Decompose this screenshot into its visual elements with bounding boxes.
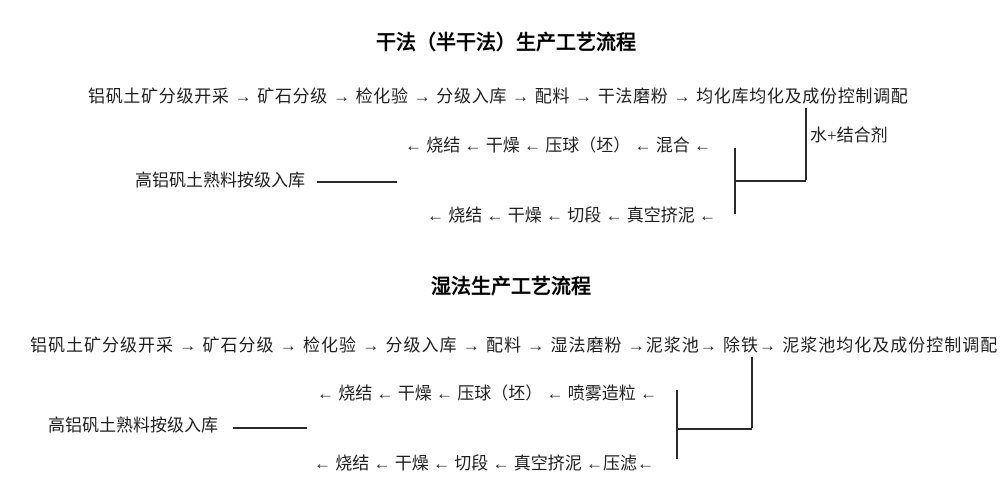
dry-drop-line <box>805 108 807 180</box>
dry-mix-branch-row: ← 烧结 ← 干燥 ← 压球（坯） ← 混合 ← <box>405 136 711 155</box>
dry-main-flow: 铝矾土矿分级开采 → 矿石分级 → 检化验 → 分级入库 → 配料 → 干法磨粉… <box>88 87 909 106</box>
dry-process-title: 干法（半干法）生产工艺流程 <box>376 32 636 54</box>
dry-output-line <box>317 181 397 183</box>
wet-filter-branch-row: ← 烧结 ← 干燥 ← 切段 ← 真空挤泥 ←压滤← <box>314 454 654 473</box>
wet-output-line <box>233 427 307 429</box>
wet-process-title: 湿法生产工艺流程 <box>431 276 591 298</box>
wet-branch-vline <box>676 390 678 459</box>
dry-extrude-branch-row: ← 烧结 ← 干燥 ← 切段 ← 真空挤泥 ← <box>427 206 716 225</box>
wet-main-flow: 铝矾土矿分级开采 → 矿石分级 → 检化验 → 分级入库 → 配料 → 湿法磨粉… <box>30 336 999 355</box>
wet-spray-branch-row: ← 烧结 ← 干燥 ← 压球（坯） ← 喷雾造粒 ← <box>317 384 657 403</box>
dry-output-label: 高铝矾土熟料按级入库 <box>135 171 305 190</box>
wet-drop-line <box>751 357 753 428</box>
wet-branch-hline <box>676 428 752 430</box>
dry-branch-vline <box>734 148 736 214</box>
water-binder-label: 水+结合剂 <box>810 126 888 145</box>
wet-output-label: 高铝矾土熟料按级入库 <box>48 416 218 435</box>
dry-branch-hline <box>734 180 806 182</box>
